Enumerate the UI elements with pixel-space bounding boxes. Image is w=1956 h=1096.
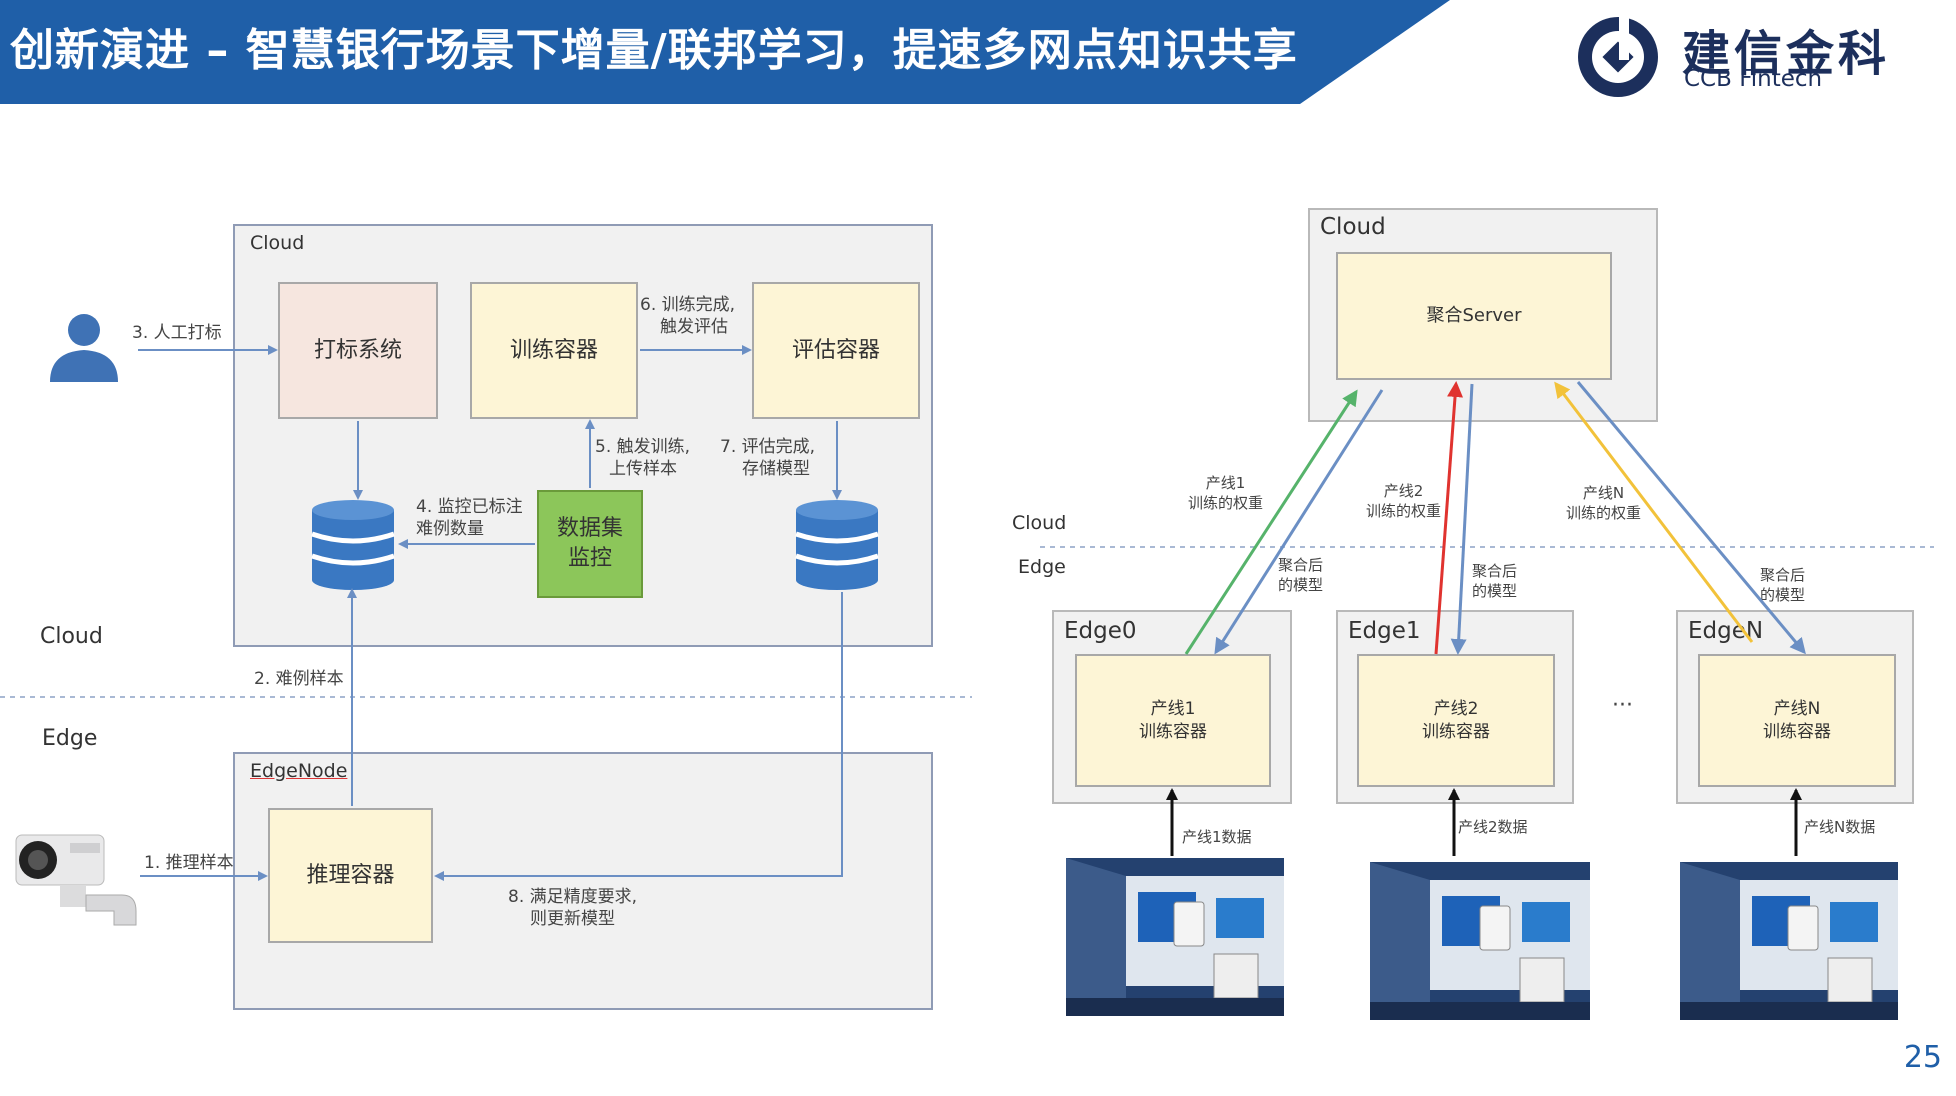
labeling-system-box: 打标系统 bbox=[278, 282, 438, 419]
sample-database-icon bbox=[311, 500, 395, 590]
training-container-box: 训练容器 bbox=[470, 282, 638, 419]
edgeN-down-label-line1: 聚合后 bbox=[1760, 566, 1806, 584]
bank-branch-scene-image-edgeN bbox=[1680, 862, 1898, 1020]
left-region-edge-label: Edge bbox=[42, 726, 98, 751]
step-8-label: 8. 满足精度要求, 则更新模型 bbox=[508, 886, 637, 930]
model-database-icon bbox=[795, 500, 879, 590]
brand-name-cn: 建信金科 bbox=[1682, 26, 1891, 82]
edge0-down-label-line1: 聚合后 bbox=[1278, 556, 1324, 574]
edge0-training-container-box: 产线1 训练容器 bbox=[1075, 654, 1271, 787]
step-6-label: 6. 训练完成, 触发评估 bbox=[640, 294, 735, 338]
step-8-label-line1: 8. 满足精度要求, bbox=[508, 887, 638, 907]
title-banner bbox=[0, 0, 1450, 104]
edgeN-down-label-line2: 的模型 bbox=[1760, 585, 1806, 604]
page-title: 创新演进 – 智慧银行场景下增量/联邦学习，提速多网点知识共享 bbox=[10, 25, 1298, 76]
right-region-edge-label: Edge bbox=[1018, 556, 1066, 578]
step-7-label: 7. 评估完成, 存储模型 bbox=[720, 436, 815, 480]
inference-container-box: 推理容器 bbox=[268, 808, 433, 943]
left-cloud-frame-title: Cloud bbox=[250, 232, 305, 254]
edgeN-box-line1: 产线N bbox=[1773, 698, 1821, 719]
step-2-label: 2. 难例样本 bbox=[254, 669, 344, 689]
step-3-label: 3. 人工打标 bbox=[132, 323, 222, 343]
edge0-data-label: 产线1数据 bbox=[1182, 828, 1252, 846]
aggregation-server-label: 聚合Server bbox=[1426, 304, 1522, 326]
edge1-down-label-line1: 聚合后 bbox=[1472, 562, 1518, 580]
edge0-box-line1: 产线1 bbox=[1150, 698, 1196, 719]
left-region-cloud-label: Cloud bbox=[40, 624, 103, 649]
step-4-label: 4. 监控已标注 难例数量 bbox=[416, 496, 523, 540]
brand-name-en: CCB Fintech bbox=[1684, 66, 1823, 92]
dataset-monitor-label-line1: 数据集 bbox=[556, 516, 623, 542]
bank-branch-scene-image-edge0 bbox=[1066, 858, 1284, 1016]
left-edge-node-frame-title: EdgeNode bbox=[250, 760, 348, 782]
step-5-label-line1: 5. 触发训练, bbox=[595, 437, 691, 457]
step-5-label-line2: 上传样本 bbox=[609, 459, 677, 480]
edgeN-data-label: 产线N数据 bbox=[1804, 818, 1876, 836]
aggregation-server-box: 聚合Server bbox=[1336, 252, 1612, 380]
edgeN-up-label-line2: 训练的权重 bbox=[1566, 503, 1642, 522]
edge1-up-label: 产线2 训练的权重 bbox=[1366, 482, 1441, 521]
edge0-up-label: 产线1 训练的权重 bbox=[1188, 474, 1263, 513]
edgeN-up-label-line1: 产线N bbox=[1582, 484, 1625, 502]
bank-branch-scene-image-edge1 bbox=[1370, 862, 1590, 1020]
edgeN-up-label: 产线N 训练的权重 bbox=[1566, 484, 1641, 523]
edge1-down-label-line2: 的模型 bbox=[1472, 581, 1518, 600]
step-5-label: 5. 触发训练, 上传样本 bbox=[595, 436, 690, 480]
step-1-label: 1. 推理样本 bbox=[144, 853, 234, 873]
edge1-up-label-line2: 训练的权重 bbox=[1366, 501, 1442, 520]
surveillance-camera-icon bbox=[15, 834, 137, 926]
dataset-monitor-box: 数据集 监控 bbox=[537, 490, 643, 598]
edge1-box-line1: 产线2 bbox=[1433, 698, 1479, 719]
edge0-up-label-line2: 训练的权重 bbox=[1188, 493, 1264, 512]
edgeN-title: EdgeN bbox=[1688, 618, 1764, 644]
edge1-box-line2: 训练容器 bbox=[1422, 721, 1490, 742]
person-icon bbox=[50, 314, 118, 382]
step-4-label-line1: 4. 监控已标注 bbox=[416, 497, 523, 517]
step-7-label-line2: 存储模型 bbox=[742, 459, 810, 480]
edge0-box-line2: 训练容器 bbox=[1139, 721, 1207, 742]
edge1-down-label: 聚合后 的模型 bbox=[1472, 562, 1517, 601]
edge1-title: Edge1 bbox=[1348, 618, 1421, 644]
step-7-label-line1: 7. 评估完成, bbox=[720, 437, 816, 457]
evaluation-container-box: 评估容器 bbox=[752, 282, 920, 419]
edge1-up-label-line1: 产线2 bbox=[1383, 482, 1424, 500]
right-region-cloud-label: Cloud bbox=[1012, 512, 1067, 534]
ccb-fintech-logo-icon bbox=[1578, 14, 1658, 97]
page-number: 25 bbox=[1903, 1040, 1942, 1075]
edge-ellipsis: ··· bbox=[1612, 693, 1633, 718]
edge0-down-label-line2: 的模型 bbox=[1278, 575, 1324, 594]
edge0-down-label: 聚合后 的模型 bbox=[1278, 556, 1323, 595]
step-4-label-line2: 难例数量 bbox=[416, 519, 484, 540]
edgeN-training-container-box: 产线N 训练容器 bbox=[1698, 654, 1896, 787]
edge0-title: Edge0 bbox=[1064, 618, 1137, 644]
evaluation-container-label: 评估容器 bbox=[791, 337, 880, 363]
training-container-label: 训练容器 bbox=[509, 337, 598, 363]
edge0-up-label-line1: 产线1 bbox=[1205, 474, 1246, 492]
edgeN-down-label: 聚合后 的模型 bbox=[1760, 566, 1805, 605]
step-8-label-line2: 则更新模型 bbox=[530, 909, 615, 930]
step-6-label-line2: 触发评估 bbox=[660, 317, 728, 338]
inference-container-label: 推理容器 bbox=[306, 862, 395, 888]
labeling-system-label: 打标系统 bbox=[313, 337, 402, 363]
edge1-training-container-box: 产线2 训练容器 bbox=[1357, 654, 1555, 787]
dataset-monitor-label-line2: 监控 bbox=[567, 546, 612, 571]
edgeN-box-line2: 训练容器 bbox=[1763, 721, 1831, 742]
step-6-label-line1: 6. 训练完成, bbox=[640, 295, 736, 315]
edge1-data-label: 产线2数据 bbox=[1458, 818, 1528, 836]
right-cloud-frame-title: Cloud bbox=[1320, 214, 1386, 240]
